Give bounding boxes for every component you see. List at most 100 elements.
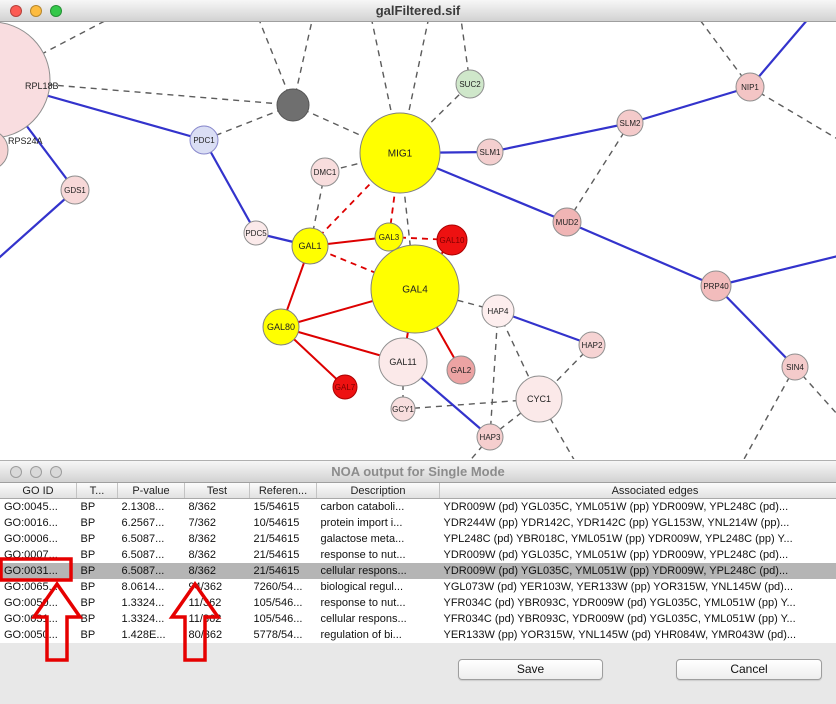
table-cell: YDR009W (pd) YGL035C, YML051W (pp) YDR00… xyxy=(443,549,789,561)
zoom-button[interactable] xyxy=(50,466,62,478)
node-label-gcy1: GCY1 xyxy=(392,405,414,414)
node-rps24a[interactable] xyxy=(0,130,9,170)
node-sin4[interactable] xyxy=(781,353,809,381)
column-header[interactable]: P-value xyxy=(117,483,185,499)
node-mud2[interactable] xyxy=(552,207,582,237)
node-hap2[interactable] xyxy=(578,331,606,359)
node-pdc5[interactable] xyxy=(243,220,269,246)
table-cell: GO:0050... xyxy=(4,629,58,641)
table-cell: regulation of bi... xyxy=(320,629,402,641)
table-cell: YFR034C (pd) YBR093C, YDR009W (pd) YGL03… xyxy=(443,613,796,625)
edge-gray[interactable] xyxy=(566,122,631,223)
cancel-button[interactable]: Cancel xyxy=(676,659,822,680)
node-label-mig1: MIG1 xyxy=(388,149,413,160)
node-gray-node[interactable] xyxy=(276,88,310,122)
close-button[interactable] xyxy=(10,5,22,17)
table-cell: 5778/54... xyxy=(253,629,303,641)
table-cell: BP xyxy=(80,501,96,513)
node-gal7[interactable] xyxy=(332,374,358,400)
node-pdc1[interactable] xyxy=(189,125,219,155)
column-header[interactable]: T... xyxy=(76,483,118,499)
table-cell: BP xyxy=(80,549,96,561)
node-gal3[interactable] xyxy=(374,222,404,252)
table-cell: BP xyxy=(80,581,96,593)
node-label-hap2: HAP2 xyxy=(582,341,603,350)
column-header[interactable]: Test xyxy=(184,483,250,499)
edge-gray[interactable] xyxy=(489,310,499,438)
close-button[interactable] xyxy=(10,466,22,478)
node-slm1[interactable] xyxy=(476,138,504,166)
column-header[interactable]: Associated edges xyxy=(439,483,836,499)
node-nip1[interactable] xyxy=(735,72,765,102)
node-gal4[interactable] xyxy=(370,244,460,334)
edge-blue[interactable] xyxy=(0,189,76,264)
node-mig1[interactable] xyxy=(359,112,441,194)
noa-window-titlebar[interactable]: NOA output for Single Mode xyxy=(0,461,836,483)
node-suc2[interactable] xyxy=(455,69,485,99)
node-gal10[interactable] xyxy=(436,224,468,256)
node-dmc1[interactable] xyxy=(310,157,340,187)
edge-blue[interactable] xyxy=(715,285,796,368)
zoom-button[interactable] xyxy=(50,5,62,17)
node-gds1[interactable] xyxy=(60,175,90,205)
node-cyc1[interactable] xyxy=(515,375,563,423)
column-header[interactable]: GO ID xyxy=(0,483,77,499)
edge-gray[interactable] xyxy=(694,22,751,88)
window-controls xyxy=(10,466,62,478)
node-gal80[interactable] xyxy=(262,308,300,346)
node-label-slm1: SLM1 xyxy=(480,148,501,157)
save-button[interactable]: Save xyxy=(458,659,603,680)
network-canvas[interactable]: RPL18BRPS24AGDS1PDC1MIG1SUC2SLM1SLM2NIP1… xyxy=(0,22,836,459)
node-gal1[interactable] xyxy=(291,227,329,265)
edge-gray[interactable] xyxy=(256,22,294,106)
table-cell: 21/54615 xyxy=(253,549,300,561)
node-gcy1[interactable] xyxy=(390,396,416,422)
column-header[interactable]: Description xyxy=(316,483,440,499)
edge-blue[interactable] xyxy=(749,22,814,88)
window-title: NOA output for Single Mode xyxy=(331,464,505,479)
minimize-button[interactable] xyxy=(30,5,42,17)
window-title: galFiltered.sif xyxy=(375,3,461,18)
minimize-button[interactable] xyxy=(30,466,42,478)
edge-reddash[interactable] xyxy=(309,245,416,290)
table-cell: 6.5087... xyxy=(121,549,165,561)
edge-gray[interactable] xyxy=(749,86,836,144)
edge-blue[interactable] xyxy=(489,121,631,154)
node-hap3[interactable] xyxy=(476,423,504,451)
table-cell: BP xyxy=(80,565,96,577)
edge-gray[interactable] xyxy=(738,366,796,459)
node-prp40[interactable] xyxy=(700,270,732,302)
table-cell: BP xyxy=(80,629,96,641)
node-label-gal4: GAL4 xyxy=(402,285,428,296)
window-controls xyxy=(10,5,62,17)
edge-gray[interactable] xyxy=(292,104,401,154)
table-cell: cellular respons... xyxy=(320,613,407,625)
column-header[interactable]: Referen... xyxy=(249,483,317,499)
node-label-gds1: GDS1 xyxy=(64,186,86,195)
edge-blue[interactable] xyxy=(566,220,717,288)
node-slm2[interactable] xyxy=(616,109,644,137)
node-gal11[interactable] xyxy=(378,337,428,387)
node-hap4[interactable] xyxy=(481,294,515,328)
table-cell: 15/54615 xyxy=(253,501,300,513)
node-label-gal80: GAL80 xyxy=(267,322,295,332)
edge-blue[interactable] xyxy=(715,254,836,288)
network-window-titlebar[interactable]: galFiltered.sif xyxy=(0,0,836,22)
node-label-hap3: HAP3 xyxy=(480,433,501,442)
edge-blue[interactable] xyxy=(203,139,257,234)
node-rpl18b[interactable] xyxy=(0,22,51,138)
node-gal2[interactable] xyxy=(446,355,476,385)
node-label-mud2: MUD2 xyxy=(556,218,579,227)
edge-blue[interactable] xyxy=(497,309,593,347)
edge-blue[interactable] xyxy=(629,85,751,125)
